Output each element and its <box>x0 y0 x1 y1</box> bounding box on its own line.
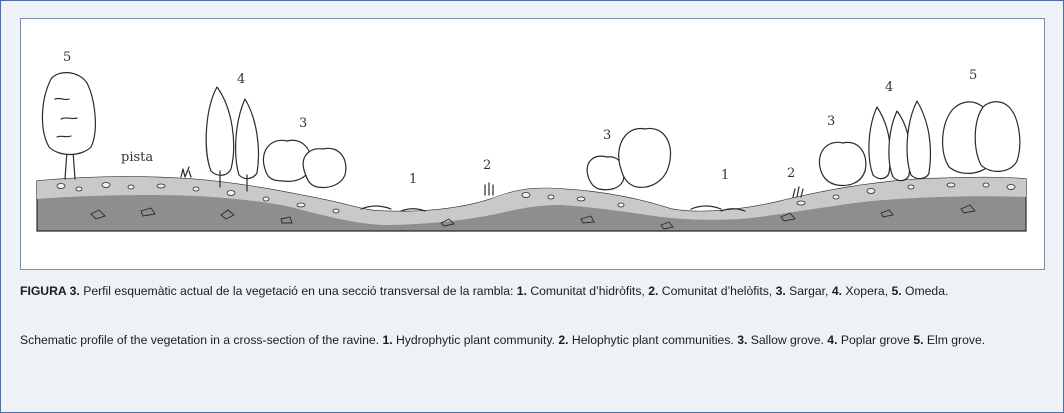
label-1-right: 1 <box>721 168 729 183</box>
poplar-trees-left <box>205 86 260 192</box>
caption-en-text-2: Helophytic plant communities. <box>568 333 738 347</box>
caption-catalan: FIGURA 3. Perfil esquemàtic actual de la… <box>20 282 1050 301</box>
label-3-middle: 3 <box>603 128 611 143</box>
vegetation-profile-illustration: 5 pista 4 3 1 2 3 1 2 3 4 5 <box>20 18 1045 270</box>
sallow-shrubs-middle <box>586 127 672 191</box>
caption-en-text-5: Elm grove. <box>923 333 986 347</box>
caption-en-num-5: 5. <box>913 333 924 347</box>
pebble-texture <box>56 182 1016 214</box>
sallow-shrub-right <box>818 141 867 187</box>
elm-trees-right <box>942 101 1021 174</box>
caption-en-num-3: 3. <box>737 333 748 347</box>
caption-text-2: Comunitat d’helòfits, <box>658 284 776 298</box>
figure-labels: 5 pista 4 3 1 2 3 1 2 3 4 5 <box>63 50 977 187</box>
caption-text-5: Omeda. <box>901 284 949 298</box>
elm-tree-left <box>41 72 96 180</box>
label-4-right: 4 <box>885 80 893 95</box>
caption-num-3: 3. <box>775 284 786 298</box>
caption-num-2: 2. <box>648 284 659 298</box>
low-vegetation <box>180 166 804 212</box>
caption-num-1: 1. <box>516 284 527 298</box>
label-pista: pista <box>121 150 153 165</box>
caption-text-4: Xopera, <box>842 284 892 298</box>
label-5-left: 5 <box>63 50 71 65</box>
caption-en-text-1: Hydrophytic plant community. <box>392 333 559 347</box>
caption-en-text-3: Sallow grove. <box>747 333 828 347</box>
label-3-left: 3 <box>299 116 307 131</box>
caption-figure-number: FIGURA 3. <box>20 284 80 298</box>
caption-en-intro: Schematic profile of the vegetation in a… <box>20 333 383 347</box>
caption-en-text-4: Poplar grove <box>837 333 914 347</box>
caption-en-num-4: 4. <box>827 333 838 347</box>
sallow-shrubs-left <box>262 139 347 189</box>
label-2-middle: 2 <box>483 158 491 173</box>
label-5-right: 5 <box>969 68 977 83</box>
stone-texture <box>90 204 976 230</box>
caption-text-1: Comunitat d’hidròfits, <box>526 284 649 298</box>
caption-text-3: Sargar, <box>785 284 832 298</box>
label-1-left: 1 <box>409 172 417 187</box>
label-4-left: 4 <box>237 72 245 87</box>
caption-en-num-1: 1. <box>382 333 393 347</box>
label-2-right: 2 <box>787 166 795 181</box>
caption-num-5: 5. <box>891 284 902 298</box>
label-3-right: 3 <box>827 114 835 129</box>
caption-num-4: 4. <box>831 284 842 298</box>
caption-intro: Perfil esquemàtic actual de la vegetació… <box>79 284 517 298</box>
caption-en-num-2: 2. <box>558 333 569 347</box>
gravel-band <box>37 176 1026 225</box>
poplar-trees-right <box>868 100 932 182</box>
caption-english: Schematic profile of the vegetation in a… <box>20 331 1050 350</box>
